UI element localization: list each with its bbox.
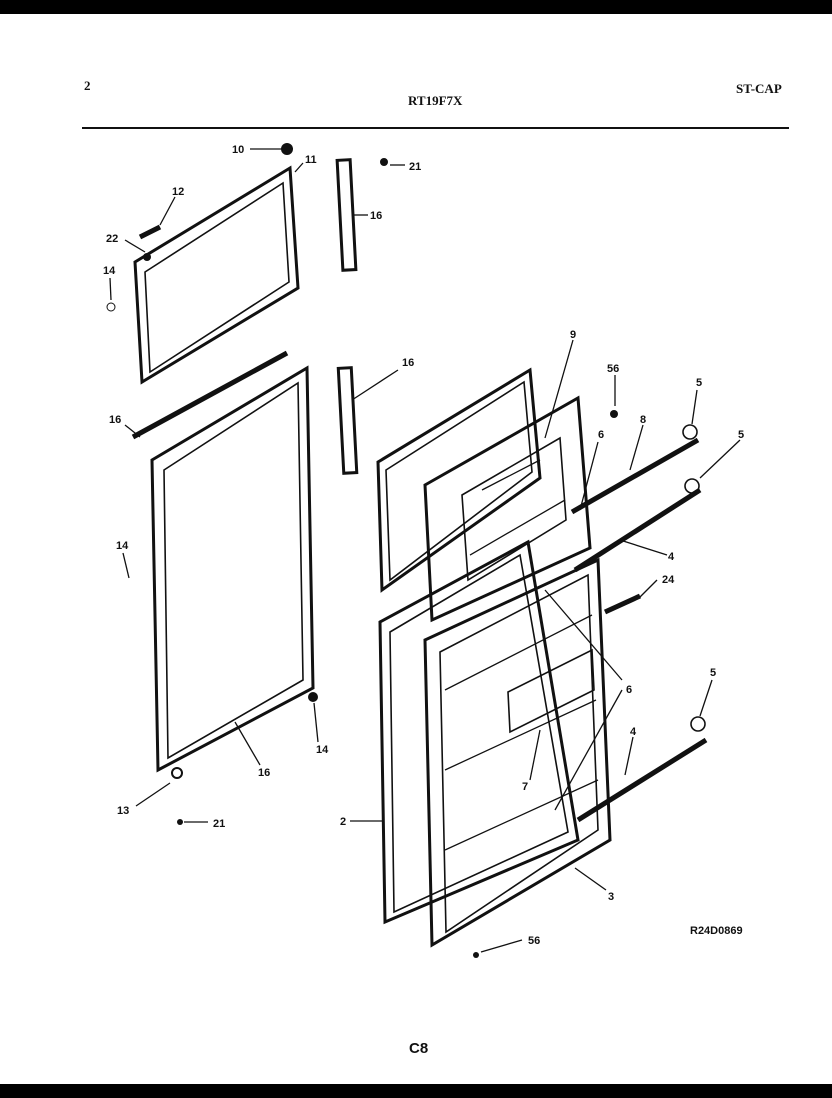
handle-lower (336, 366, 359, 475)
part-label: 11 (305, 154, 317, 166)
model-number: RT19F7X (408, 93, 463, 108)
part-label: 16 (258, 767, 270, 779)
part-label: 5 (738, 429, 744, 441)
page-number: 2 (84, 78, 91, 93)
part-label: 3 (608, 891, 614, 903)
part-label: 12 (172, 186, 184, 198)
part-label: 16 (370, 210, 382, 222)
part-label: 10 (232, 144, 244, 156)
part-label: 56 (607, 363, 619, 375)
fasteners (106, 143, 618, 958)
part-label: 16 (109, 414, 121, 426)
handle-upper (335, 158, 358, 272)
part-label: 5 (696, 377, 702, 389)
part-label: 21 (409, 161, 421, 173)
part-label: 16 (402, 357, 414, 369)
freezer-door-liner (133, 165, 300, 385)
fresh-food-door-gasket-right (378, 539, 580, 925)
drawing-code: R24D0869 (690, 925, 743, 937)
page-code: C8 (409, 1040, 428, 1057)
part-label: 21 (213, 818, 225, 830)
freezer-door-inner-liner (423, 395, 592, 623)
part-labels: 10 11 12 22 14 21 16 16 16 14 14 16 13 2… (103, 144, 744, 1057)
shelf-bars (570, 424, 708, 823)
part-label: 14 (316, 744, 329, 756)
header-rule (82, 127, 789, 129)
part-label: 24 (662, 574, 675, 586)
part-label: 7 (522, 781, 528, 793)
fresh-food-inner-liner (423, 557, 612, 948)
part-label: 4 (668, 551, 675, 563)
section-code: ST-CAP (736, 81, 782, 96)
part-label: 9 (570, 329, 576, 341)
part-label: 5 (710, 667, 716, 679)
diagram-sheet: 2 RT19F7X ST-CAP (0, 14, 832, 1084)
part-label: 14 (103, 265, 116, 277)
part-label: 13 (117, 805, 129, 817)
breaker-strip (131, 350, 289, 440)
part-label: 8 (640, 414, 646, 426)
part-label: 6 (626, 684, 632, 696)
part-label: 22 (106, 233, 118, 245)
part-label: 14 (116, 540, 129, 552)
part-label: 56 (528, 935, 540, 947)
fresh-food-door-gasket (150, 365, 315, 773)
leader-lines (109, 148, 741, 953)
part-label: 2 (340, 816, 346, 828)
part-label: 4 (630, 726, 637, 738)
freezer-door-gasket (376, 367, 542, 593)
part-label: 6 (598, 429, 604, 441)
dairy-door (507, 648, 595, 734)
